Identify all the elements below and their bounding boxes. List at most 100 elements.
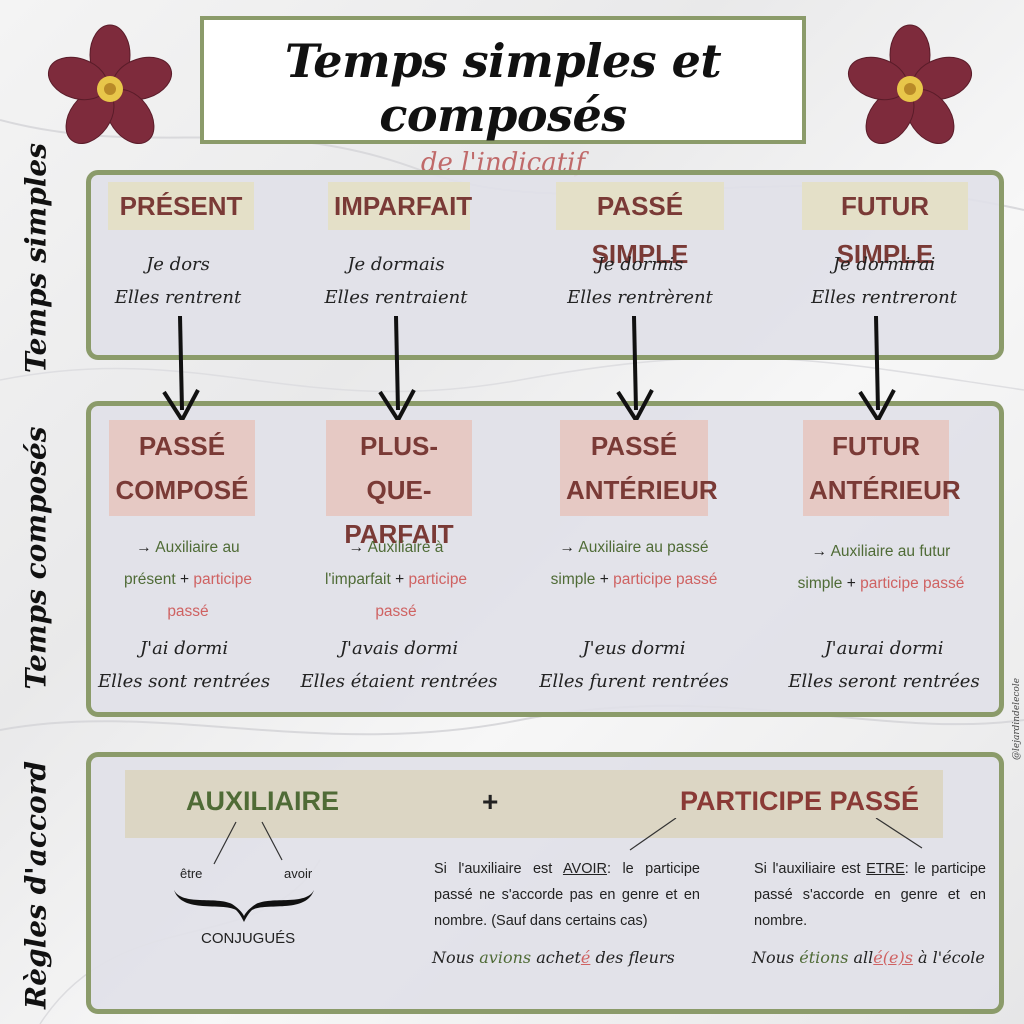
rule-participe: participe — [193, 571, 252, 588]
arrow-down-icon — [858, 315, 896, 424]
rule-participe: participe — [408, 571, 468, 588]
rule-plus: + — [599, 571, 609, 588]
example-etre: Nous étions allé(e)s à l'école — [752, 948, 985, 967]
tense-passe-compose: PASSÉ COMPOSÉ — [109, 420, 255, 516]
tense-passe-anterieur: PASSÉ ANTÉRIEUR — [560, 420, 718, 516]
example-line: Elles sont rentrées — [97, 671, 271, 692]
rule-participe: passé — [167, 603, 209, 620]
rule-text: Si l'auxiliaire est — [754, 861, 861, 877]
example-line: Elles rentraient — [324, 287, 468, 308]
example-word: all — [853, 948, 874, 967]
example-line: Elles rentrent — [114, 287, 242, 308]
rule-aux: Auxiliaire au futur — [830, 543, 951, 560]
example-word: achet — [536, 948, 581, 967]
tense-passe-simple: PASSÉ SIMPLE — [556, 182, 724, 269]
curly-brace-icon — [174, 890, 314, 922]
tense-name-line: ANTÉRIEUR — [566, 475, 718, 505]
rule-text: : le participe passé ne s'accorde pas en… — [434, 861, 700, 929]
arrow-down-icon — [378, 315, 416, 424]
example-imparfait: Je dormais Elles rentraient — [325, 248, 468, 314]
example-line: J'ai dormi — [139, 638, 229, 659]
rule-participe: passé — [375, 603, 417, 620]
example-line: Elles furent rentrées — [539, 671, 729, 692]
example-present: Je dors Elles rentrent — [115, 248, 241, 314]
rule-tense: simple — [797, 575, 843, 592]
rule-aux: Auxiliaire au passé — [578, 539, 709, 556]
rule-avoir: Si l'auxiliaire est AVOIR: le participe … — [434, 856, 700, 934]
participe-passe-label: PARTICIPE PASSÉ — [680, 786, 920, 816]
example-line: J'aurai dormi — [824, 638, 944, 659]
tense-name-line: ANTÉRIEUR — [809, 475, 961, 505]
rule-aux: Auxiliaire au — [155, 539, 240, 556]
rule-etre: Si l'auxiliaire est ETRE: le participe p… — [754, 856, 986, 934]
example-aux: avions — [479, 948, 532, 967]
tense-name-line: PLUS- QUE- — [360, 431, 438, 505]
side-label-simple: Temps simples — [19, 143, 53, 373]
example-word: Nous — [752, 948, 795, 967]
example-avoir: Nous avions acheté des fleurs — [432, 948, 675, 967]
flower-right-icon — [847, 24, 973, 144]
plus-sign: + — [482, 786, 499, 817]
example-aux: étions — [799, 948, 849, 967]
arrow-down-icon — [162, 315, 200, 424]
rule-plus-que-parfait: → Auxiliaire à l'imparfait + participe p… — [316, 532, 476, 628]
rule-futur-anterieur: → Auxiliaire au futur simple + participe… — [791, 536, 971, 600]
rule-plus: + — [395, 571, 405, 588]
rule-aux: Auxiliaire à — [367, 539, 444, 556]
example-line: Je dormirai — [832, 254, 936, 275]
connector-lines — [213, 818, 923, 865]
example-line: Je dormis — [596, 254, 684, 275]
tense-name-line: PASSÉ — [138, 431, 226, 461]
arrow-right-icon: → — [559, 539, 575, 556]
side-label-accord: Règles d'accord — [19, 760, 53, 1010]
page-title: Temps simples et composés — [284, 34, 722, 142]
tense-futur-anterieur: FUTUR ANTÉRIEUR — [803, 420, 961, 516]
tense-name-line: PARFAIT — [344, 519, 454, 549]
avoir-label: avoir — [284, 866, 313, 881]
rule-tense: l'imparfait — [324, 571, 391, 588]
example-futur-anterieur: J'aurai dormi Elles seront rentrées — [788, 632, 979, 698]
example-line: Elles seront rentrées — [788, 671, 980, 692]
example-word: à l'école — [912, 948, 985, 967]
example-line: Je dors — [146, 254, 210, 275]
arrow-right-icon: → — [136, 539, 152, 556]
example-plus-que-parfait: J'avais dormi Elles étaient rentrées — [300, 632, 497, 698]
rule-participe: participe passé — [613, 571, 718, 588]
arrow-right-icon: → — [811, 543, 828, 560]
example-word: Nous — [432, 948, 475, 967]
example-line: Elles rentrèrent — [567, 287, 713, 308]
flower-left-icon — [47, 24, 173, 144]
conjugues-label: CONJUGUÉS — [201, 930, 296, 947]
example-line: Elles étaient rentrées — [300, 671, 498, 692]
arrow-down-icon — [616, 315, 654, 424]
rule-key-etre: ETRE — [866, 861, 905, 877]
rule-plus: + — [846, 575, 856, 592]
credit-watermark: @lejardindelecole — [1012, 677, 1022, 760]
example-futur-simple: Je dormirai Elles rentreront — [811, 248, 957, 314]
example-passe-simple: Je dormis Elles rentrèrent — [567, 248, 713, 314]
rule-tense: simple — [550, 571, 596, 588]
example-ending: é(e)s — [873, 948, 913, 967]
example-passe-compose: J'ai dormi Elles sont rentrées — [98, 632, 270, 698]
rule-text: : le participe passé s'accorde en genre … — [754, 861, 986, 929]
tense-futur-simple: FUTUR SIMPLE — [802, 182, 968, 269]
tense-name-line: FUTUR — [831, 431, 921, 461]
example-ending: é — [580, 948, 591, 967]
etre-label: être — [180, 866, 203, 881]
rule-participe: participe passé — [860, 575, 965, 592]
tense-name-line: PASSÉ — [590, 431, 678, 461]
auxiliaire-label: AUXILIAIRE — [186, 786, 340, 816]
rule-key-avoir: AVOIR — [562, 861, 607, 877]
side-label-compose: Temps composés — [19, 426, 53, 690]
example-line: J'eus dormi — [582, 638, 686, 659]
tense-name-line: COMPOSÉ — [115, 475, 249, 505]
rule-text: Si l'auxiliaire est — [434, 861, 553, 877]
example-line: Elles rentreront — [811, 287, 957, 308]
example-line: Je dormais — [347, 254, 445, 275]
rule-passe-anterieur: → Auxiliaire au passé simple + participe… — [544, 532, 724, 596]
rule-tense: présent — [124, 571, 176, 588]
accord-formula-bar — [125, 770, 943, 838]
tense-imparfait: IMPARFAIT — [328, 182, 472, 230]
title-box: Temps simples et composés de l'indicatif — [200, 16, 806, 178]
arrow-right-icon: → — [348, 539, 365, 556]
